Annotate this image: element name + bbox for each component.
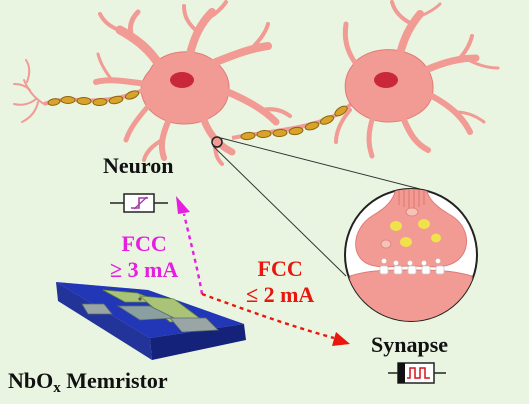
neuron-fcc-condition: FCC ≥ 3 mA: [110, 231, 178, 283]
neuron-left-dendrites: [93, 0, 292, 166]
synapse-fcc-line1: FCC: [257, 256, 303, 281]
memristor-icon: [388, 362, 446, 384]
neuron-left-soma: [140, 51, 230, 125]
neuron-label: Neuron: [103, 153, 174, 178]
postsynaptic-terminal: [349, 269, 473, 321]
arrow-to-neuron: [176, 196, 204, 295]
synapse-label: Synapse: [371, 332, 449, 357]
neuron-right-nucleus: [374, 72, 398, 88]
synapse-fcc-line2: ≤ 2 mA: [246, 282, 315, 307]
threshold-switch-icon: [110, 193, 168, 213]
synapse-fcc-condition: FCC ≤ 2 mA: [246, 256, 314, 308]
presynaptic-terminal: [355, 189, 467, 268]
neuron-right: [334, 0, 500, 159]
memristor-label: NbOx Memristor: [8, 370, 168, 396]
synaptic-vesicles: [390, 219, 441, 247]
neuron-fcc-line1: FCC: [121, 231, 167, 256]
neuron-fcc-line2: ≥ 3 mA: [110, 257, 179, 282]
memristor-label-main: NbO: [8, 368, 54, 393]
neuron-left: [93, 0, 292, 166]
neuron-left-nucleus: [170, 72, 194, 88]
zoom-origin-ring: [211, 136, 223, 148]
memristor-label-tail: Memristor: [60, 368, 168, 393]
axon-left: [13, 59, 149, 123]
arrow-to-synapse: [201, 292, 350, 346]
memristor-label-subscript: x: [53, 380, 61, 396]
memristor-device: [56, 282, 246, 360]
neuron-right-dendrites: [334, 0, 500, 159]
receptors: [379, 265, 445, 275]
